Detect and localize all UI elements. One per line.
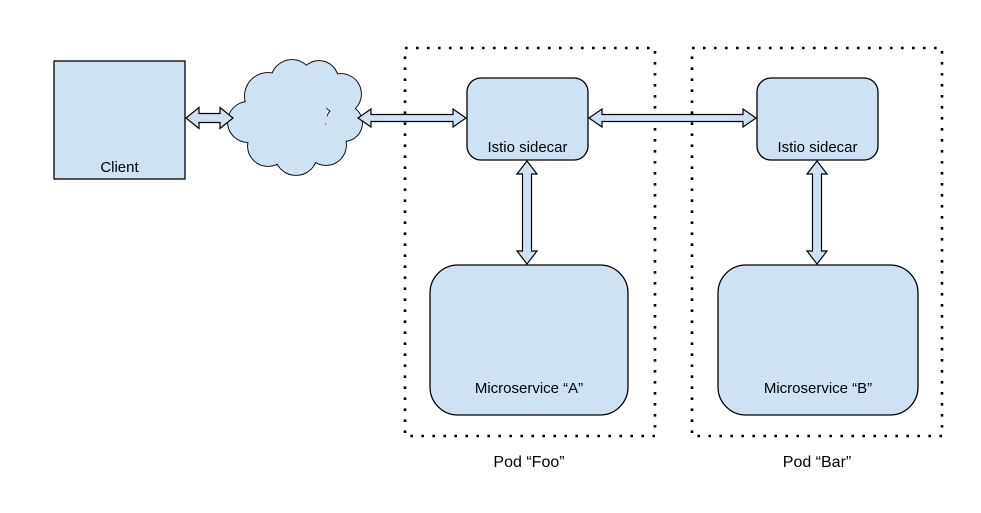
istio-sidecar-bar-label: Istio sidecar <box>777 139 857 156</box>
network-cloud <box>227 59 363 176</box>
microservice-a-node <box>429 264 629 416</box>
pod-bar-label: Pod “Bar” <box>783 454 851 471</box>
istio-sidecar-bar-node <box>756 77 879 161</box>
arrow-sidecar-bar-microservice-b <box>805 160 829 265</box>
microservice-b-label: Microservice “B” <box>764 380 872 397</box>
arrow-sidecar-foo-microservice-a <box>515 160 539 265</box>
pod-foo-label: Pod “Foo” <box>493 454 564 471</box>
microservice-a-label: Microservice “A” <box>475 380 583 397</box>
microservice-b-node <box>717 264 919 416</box>
client-node <box>53 60 186 180</box>
istio-sidecar-foo-label: Istio sidecar <box>487 139 567 156</box>
arrow-client-cloud <box>185 106 234 130</box>
istio-sidecar-foo-node <box>466 77 589 161</box>
arrow-sidecar-foo-sidecar-bar <box>587 107 758 129</box>
arrow-cloud-sidecar-foo <box>356 107 468 129</box>
cloud-fill <box>228 60 362 175</box>
client-label: Client <box>100 159 139 176</box>
